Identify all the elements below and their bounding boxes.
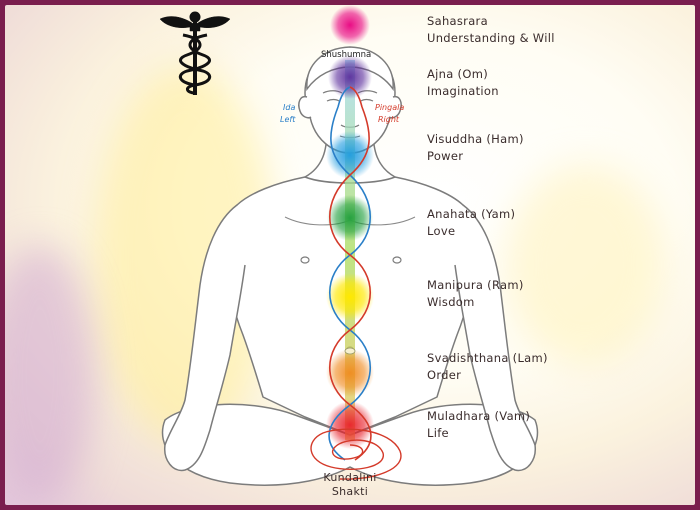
chakra-visuddha	[326, 131, 374, 179]
chakra-title: Manipura (Ram)	[427, 278, 524, 292]
chakra-label-visuddha: Visuddha (Ham) Power	[427, 131, 524, 165]
chakra-quality: Wisdom	[427, 295, 475, 309]
chakra-label-svadishthana: Svadishthana (Lam) Order	[427, 350, 548, 384]
sushumna-channel	[345, 60, 355, 440]
chakra-label-muladhara: Muladhara (Vam) Life	[427, 408, 530, 442]
chakra-quality: Life	[427, 426, 449, 440]
chakra-muladhara	[326, 401, 374, 449]
chakra-sahasrara	[330, 5, 370, 45]
pingala-label: Pingala	[375, 103, 405, 112]
chakra-title: Muladhara (Vam)	[427, 409, 531, 423]
kundalini-line-2: Shakti	[331, 485, 369, 498]
chakra-manipura	[326, 273, 374, 321]
chakra-label-sahasrara: Sahasrara Understanding & Will	[427, 13, 555, 47]
chakra-quality: Order	[427, 368, 462, 382]
kundalini-spiral	[310, 428, 402, 480]
chakra-title: Ajna (Om)	[427, 67, 488, 81]
pingala-side-label: Right	[378, 115, 400, 124]
background-glow	[5, 245, 95, 505]
chakra-label-anahata: Anahata (Yam) Love	[427, 206, 515, 240]
chakra-ajna	[328, 55, 372, 99]
chakra-title: Sahasrara	[427, 14, 488, 28]
kundalini-label: Kundalini Shakti	[320, 471, 380, 499]
chakra-title: Svadishthana (Lam)	[427, 351, 548, 365]
diagram-frame: Shushumna Ida Left Pingala Right Sahasra…	[5, 5, 695, 505]
ida-label: Ida	[283, 103, 296, 112]
chakra-title: Anahata (Yam)	[427, 207, 516, 221]
chakra-anahata	[327, 195, 373, 241]
left-nipple	[300, 256, 310, 264]
background-glow	[505, 165, 665, 365]
chakra-svadishthana	[326, 349, 374, 397]
chakra-label-manipura: Manipura (Ram) Wisdom	[427, 277, 524, 311]
chakra-quality: Power	[427, 149, 464, 163]
chakra-quality: Understanding & Will	[427, 31, 555, 45]
body-illustration	[159, 5, 539, 486]
kundalini-line-1: Kundalini	[323, 471, 377, 484]
ida-side-label: Left	[280, 115, 296, 124]
sushumna-label: Shushumna	[321, 50, 372, 60]
right-nipple	[392, 256, 402, 264]
chakra-title: Visuddha (Ham)	[427, 132, 524, 146]
chakra-label-ajna: Ajna (Om) Imagination	[427, 66, 499, 100]
chakra-quality: Imagination	[427, 84, 499, 98]
caduceus-icon	[159, 11, 231, 95]
pingala-channel	[329, 106, 372, 461]
chakra-quality: Love	[427, 224, 456, 238]
